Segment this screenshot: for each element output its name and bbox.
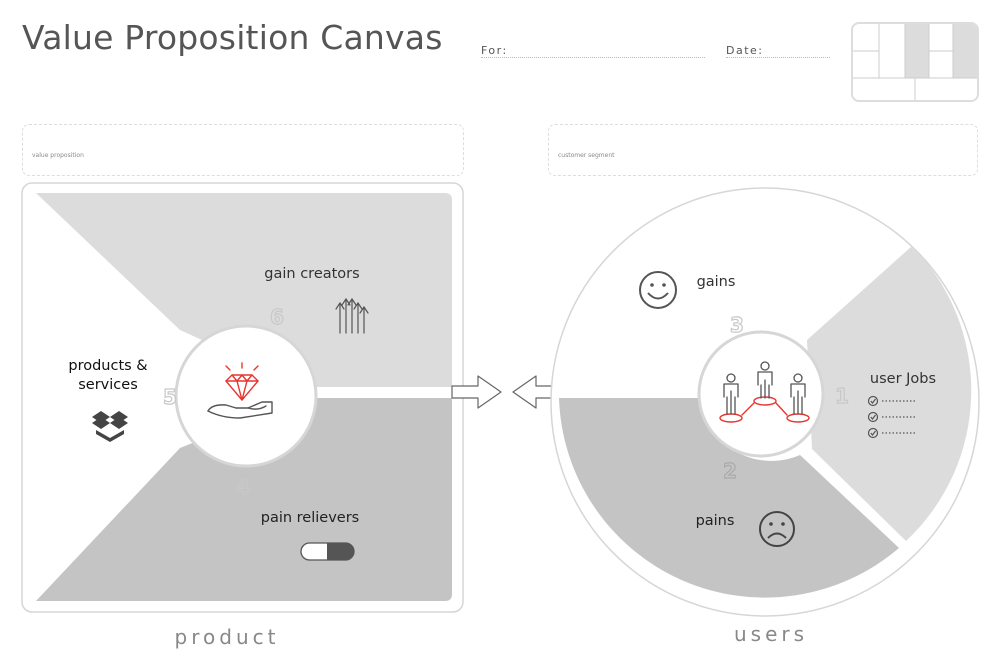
diamond-in-hand-icon bbox=[207, 362, 273, 419]
users-footer-label: users bbox=[734, 622, 808, 646]
gain-creators-label: gain creators bbox=[264, 266, 359, 282]
products-services-label-line2: services bbox=[78, 377, 138, 393]
user-jobs-area bbox=[807, 246, 972, 541]
value-proposition-label: value proposition bbox=[32, 152, 84, 159]
pill-icon bbox=[300, 542, 355, 561]
pains-area bbox=[559, 398, 899, 598]
gain-creators-number: 6 bbox=[270, 305, 284, 329]
thumbnail-grid bbox=[853, 24, 977, 100]
date-label: Date: bbox=[726, 44, 764, 57]
customer-segment-label: customer segment bbox=[558, 152, 615, 159]
value-proposition-field[interactable]: value proposition bbox=[22, 124, 464, 176]
pains-number: 2 bbox=[723, 459, 737, 483]
pain-relievers-number: 4 bbox=[236, 475, 250, 499]
pain-relievers-label: pain relievers bbox=[261, 510, 359, 526]
date-field[interactable] bbox=[726, 57, 830, 58]
arrows-up-icon bbox=[335, 297, 369, 334]
products-services-label-line1: products & bbox=[68, 358, 147, 374]
smiley-icon bbox=[639, 271, 677, 309]
gain-creators-area bbox=[36, 193, 452, 387]
customer-segment-field[interactable]: customer segment bbox=[548, 124, 978, 176]
for-field[interactable] bbox=[481, 57, 705, 58]
arrow-right-icon bbox=[451, 375, 502, 409]
connector-arrows bbox=[451, 375, 563, 409]
canvas-thumbnail bbox=[851, 22, 979, 102]
pains-label: pains bbox=[696, 513, 735, 529]
gains-label: gains bbox=[697, 274, 736, 290]
product-square bbox=[21, 182, 464, 613]
page-title: Value Proposition Canvas bbox=[22, 18, 443, 57]
product-footer-label: product bbox=[175, 625, 280, 649]
sad-face-icon bbox=[759, 511, 795, 547]
gains-number: 3 bbox=[730, 313, 744, 337]
checklist-icon bbox=[867, 395, 915, 439]
user-jobs-label: user Jobs bbox=[870, 371, 936, 387]
products-services-number: 5 bbox=[163, 385, 177, 409]
for-label: For: bbox=[481, 44, 508, 57]
dropbox-icon bbox=[92, 411, 128, 442]
people-network-icon bbox=[719, 361, 810, 423]
user-jobs-number: 1 bbox=[835, 384, 849, 408]
